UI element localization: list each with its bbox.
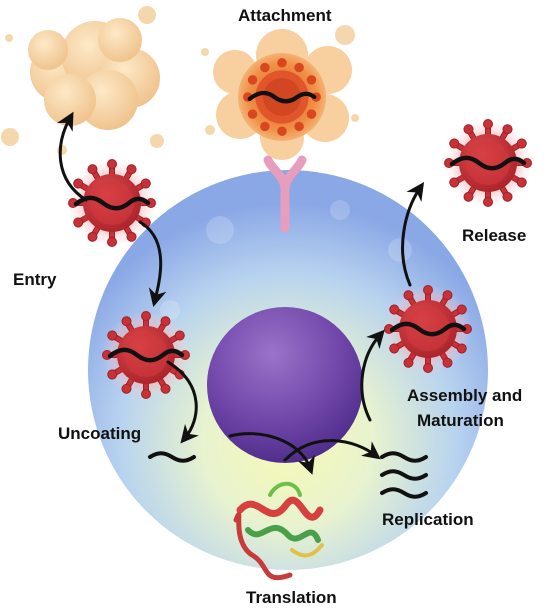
- label-assembly-line1: Assembly and: [407, 386, 523, 405]
- rna-to-replication-arrow: [283, 439, 381, 462]
- arrows: [56, 111, 425, 475]
- protein-ribbon-icon: [233, 481, 324, 581]
- entry-to-uncoating-arrow: [138, 220, 167, 307]
- nucleus: [207, 307, 363, 463]
- label-uncoating: Uncoating: [58, 424, 142, 443]
- receptor-icon: [263, 155, 307, 233]
- cell-texture: [160, 200, 412, 320]
- assembly-to-release-arrow: [401, 182, 425, 287]
- label-release: Release: [462, 226, 527, 245]
- entry-virus-icon: [68, 159, 156, 247]
- uncoating-virus-icon: [102, 311, 190, 399]
- assembly-virus-icon: [384, 285, 472, 373]
- attached-virus-icon: [243, 58, 321, 136]
- entry-to-cluster-arrow: [56, 111, 88, 202]
- label-assembly-line2: Maturation: [417, 411, 504, 430]
- label-attachment: Attachment: [238, 6, 332, 25]
- label-entry: Entry: [13, 270, 57, 289]
- host-cell-cluster-icon: [28, 18, 160, 130]
- label-translation: Translation: [246, 588, 337, 607]
- label-replication: Replication: [382, 510, 474, 529]
- uncoating-to-rna-arrow: [166, 360, 199, 444]
- label-assembly-maturation: Assembly and Maturation: [407, 383, 522, 433]
- release-virus-icon: [444, 119, 532, 207]
- replication-to-assembly-arrow: [360, 329, 385, 422]
- rna-to-translation-arrow: [228, 432, 315, 475]
